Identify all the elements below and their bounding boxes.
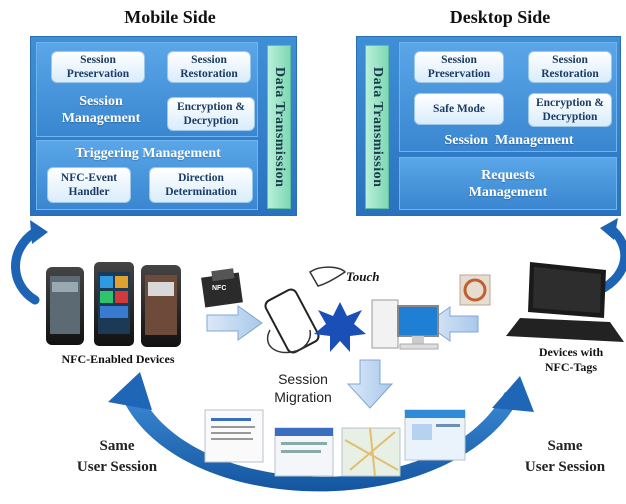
right-cycle-arrow (595, 218, 626, 295)
nfc-chip-image (201, 268, 243, 308)
mobile-triggering-management-module: Triggering Management NFC-Event Handler … (36, 140, 258, 210)
mobile-session-preservation-box: Session Preservation (51, 51, 145, 83)
session-migration-arrow (346, 359, 394, 409)
chip-to-phone-arrow (206, 305, 263, 341)
mobile-encryption-box: Encryption & Decryption (167, 97, 255, 131)
mobile-direction-determination-box: Direction Determination (149, 167, 253, 203)
desktop-session-management-label: Session Management (444, 133, 574, 148)
touch-label: Touch (346, 269, 380, 284)
desktop-requests-management-module: Requests Management (399, 157, 617, 210)
desktop-data-transmission-label: Data Transmission (370, 66, 385, 188)
nfc-enabled-devices-caption: NFC-Enabled Devices (61, 352, 175, 366)
same-session-arc-arrow (108, 372, 534, 492)
mobile-nfc-event-handler-box: NFC-Event Handler (47, 167, 131, 203)
left-cycle-arrow (11, 220, 48, 305)
desktop-safe-mode-box: Safe Mode (414, 93, 504, 125)
desktop-session-restoration-box: Session Restoration (528, 51, 612, 83)
nfc-chip-label: NFC (212, 285, 227, 292)
desktop-requests-management-label: Requests Management (468, 167, 548, 200)
desktop-session-management-module: Session Preservation Session Restoration… (399, 42, 617, 152)
session-migration-label: Session Migration (274, 371, 332, 405)
mobile-side-heading: Mobile Side (124, 7, 216, 27)
laptop-image (506, 262, 624, 342)
nfc-tag-image (459, 274, 491, 306)
nfc-phones-image (46, 262, 181, 347)
mobile-session-restoration-box: Session Restoration (167, 51, 251, 83)
devices-with-nfc-tags-caption: Devices with NFC-Tags (538, 345, 604, 374)
desktop-data-transmission-bar: Data Transmission (365, 45, 389, 209)
hand-touch-image (264, 266, 347, 354)
session-screenshots (204, 409, 466, 477)
mobile-session-management-label: Session Management (61, 94, 141, 126)
mobile-data-transmission-label: Data Transmission (272, 66, 287, 188)
same-user-session-right-label: Same User Session (524, 438, 606, 475)
desktop-session-preservation-box: Session Preservation (414, 51, 504, 83)
desktop-pc-image (371, 299, 439, 350)
desktop-encryption-box: Encryption & Decryption (528, 93, 612, 127)
mobile-session-management-module: Session Preservation Session Restoration… (36, 42, 258, 137)
mobile-triggering-management-label: Triggering Management (75, 146, 221, 161)
mobile-side-panel: Session Preservation Session Restoration… (30, 36, 297, 216)
nfc-contact-starburst (314, 302, 366, 352)
desktop-side-panel: Data Transmission Session Preservation S… (356, 36, 621, 216)
mobile-data-transmission-bar: Data Transmission (267, 45, 291, 209)
desktop-side-heading: Desktop Side (449, 7, 551, 27)
same-user-session-left-label: Same User Session (76, 438, 158, 475)
